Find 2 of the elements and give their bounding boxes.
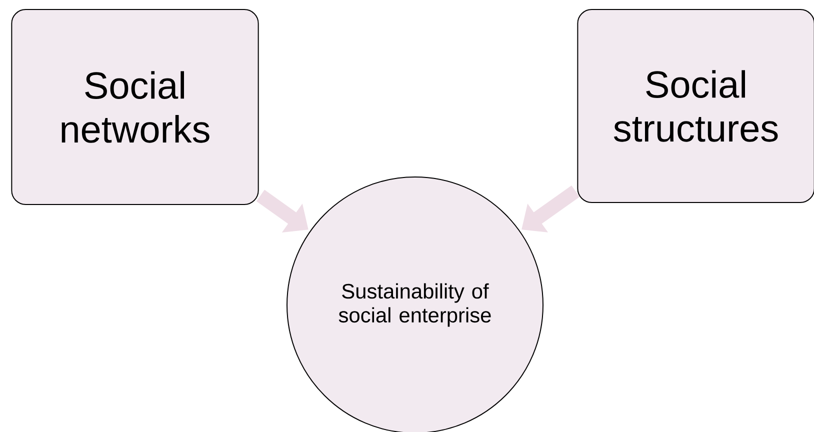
rounded-box: Social networks [11,9,259,205]
rounded-box: Social structures [577,9,814,203]
